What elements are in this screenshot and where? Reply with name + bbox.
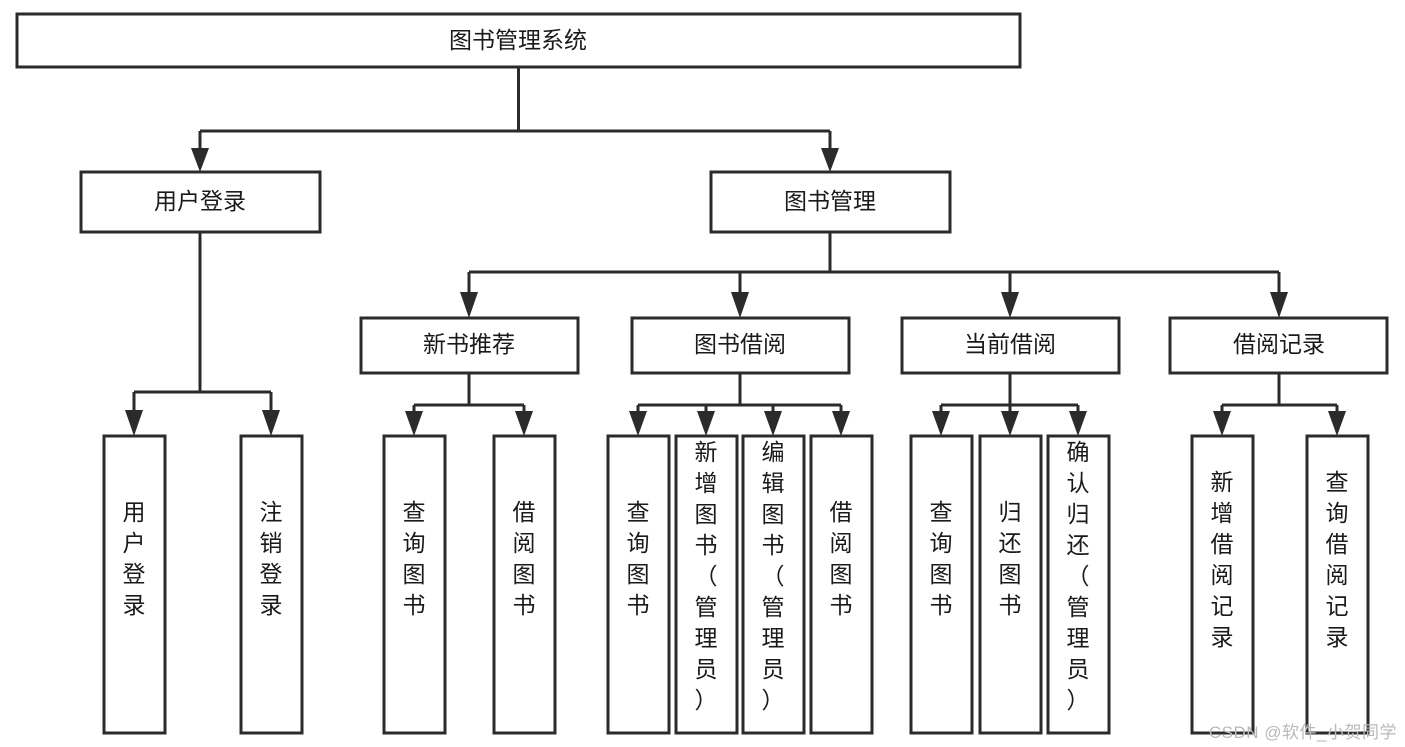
- arrow-head-login: [191, 148, 209, 172]
- node-leaf13-label: 查询借阅记录: [1326, 469, 1349, 650]
- node-leaf13[interactable]: 查询借阅记录: [1305, 434, 1370, 735]
- node-leaf8-label: 借阅图书: [830, 499, 853, 618]
- node-leaf3-box[interactable]: [382, 434, 447, 735]
- node-leaf8-box[interactable]: [809, 434, 874, 735]
- node-newbook[interactable]: 新书推荐: [359, 316, 580, 375]
- node-leaf2-label: 注销登录: [260, 499, 283, 618]
- arrow-head-newbook: [460, 292, 478, 318]
- node-leaf11[interactable]: 确认归还（管理员）: [1046, 434, 1111, 735]
- node-login[interactable]: 用户登录: [79, 170, 322, 234]
- node-leaf12[interactable]: 新增借阅记录: [1190, 434, 1255, 735]
- node-leaf7-label: 编辑图书（管理员）: [762, 439, 785, 713]
- node-borrow-box[interactable]: [630, 316, 851, 375]
- arrow-head-borrow: [731, 292, 749, 318]
- arrow-head-leaf8: [832, 411, 850, 436]
- node-leaf3-label: 查询图书: [403, 499, 426, 618]
- node-login-box[interactable]: [79, 170, 322, 234]
- node-newbook-box[interactable]: [359, 316, 580, 375]
- node-leaf1-label: 用户登录: [123, 499, 146, 618]
- arrow-head-leaf3: [405, 411, 423, 436]
- node-leaf9-label: 查询图书: [930, 499, 953, 618]
- node-borrow-label: 图书借阅: [694, 331, 786, 357]
- arrow-head-leaf13: [1328, 411, 1346, 436]
- node-current-label: 当前借阅: [964, 331, 1056, 357]
- arrow-head-leaf11: [1069, 411, 1087, 436]
- node-login-label: 用户登录: [154, 188, 246, 214]
- node-leaf4-label: 借阅图书: [513, 499, 536, 618]
- node-leaf8[interactable]: 借阅图书: [809, 434, 874, 735]
- node-bookmgmt[interactable]: 图书管理: [709, 170, 952, 234]
- node-leaf2-box[interactable]: [239, 434, 304, 735]
- node-leaf9-box[interactable]: [909, 434, 974, 735]
- node-leaf5[interactable]: 查询图书: [606, 434, 671, 735]
- node-leaf6-box[interactable]: [674, 434, 739, 735]
- node-record[interactable]: 借阅记录: [1168, 316, 1389, 375]
- arrow-head-leaf5: [629, 411, 647, 436]
- node-bookmgmt-box[interactable]: [709, 170, 952, 234]
- node-record-label: 借阅记录: [1233, 331, 1325, 357]
- arrow-head-leaf4: [515, 411, 533, 436]
- node-leaf6[interactable]: 新增图书（管理员）: [674, 434, 739, 735]
- node-leaf7[interactable]: 编辑图书（管理员）: [741, 434, 806, 735]
- node-leaf9[interactable]: 查询图书: [909, 434, 974, 735]
- node-leaf10[interactable]: 归还图书: [978, 434, 1043, 735]
- arrow-head-leaf12: [1213, 411, 1231, 436]
- node-leaf12-box[interactable]: [1190, 434, 1255, 735]
- node-leaf6-label: 新增图书（管理员）: [695, 439, 718, 713]
- node-current[interactable]: 当前借阅: [900, 316, 1121, 375]
- csdn-watermark: CSDN @软件_小贺同学: [1208, 723, 1397, 742]
- arrow-head-current: [1001, 292, 1019, 318]
- node-leaf7-box[interactable]: [741, 434, 806, 735]
- arrow-head-record: [1270, 292, 1288, 318]
- node-leaf1-box[interactable]: [102, 434, 167, 735]
- node-leaf2[interactable]: 注销登录: [239, 434, 304, 735]
- arrow-head-leaf6: [697, 411, 715, 436]
- node-leaf13-box[interactable]: [1305, 434, 1370, 735]
- node-leaf3[interactable]: 查询图书: [382, 434, 447, 735]
- arrow-head-leaf9: [932, 411, 950, 436]
- node-record-box[interactable]: [1168, 316, 1389, 375]
- arrow-head-leaf10: [1001, 411, 1019, 436]
- arrow-head-leaf1: [125, 410, 143, 436]
- node-root-box[interactable]: [15, 12, 1022, 69]
- node-root[interactable]: 图书管理系统: [15, 12, 1022, 69]
- arrow-head-leaf2: [262, 410, 280, 436]
- node-borrow[interactable]: 图书借阅: [630, 316, 851, 375]
- node-leaf5-box[interactable]: [606, 434, 671, 735]
- node-newbook-label: 新书推荐: [423, 331, 515, 357]
- node-leaf11-box[interactable]: [1046, 434, 1111, 735]
- node-leaf10-label: 归还图书: [999, 499, 1022, 618]
- node-leaf1[interactable]: 用户登录: [102, 434, 167, 735]
- node-bookmgmt-label: 图书管理: [784, 188, 876, 214]
- node-leaf11-label: 确认归还（管理员）: [1067, 439, 1090, 713]
- node-leaf10-box[interactable]: [978, 434, 1043, 735]
- connectors-group: [125, 67, 1346, 436]
- node-current-box[interactable]: [900, 316, 1121, 375]
- node-leaf4[interactable]: 借阅图书: [492, 434, 557, 735]
- node-leaf5-label: 查询图书: [627, 499, 650, 618]
- node-leaf12-label: 新增借阅记录: [1211, 469, 1234, 650]
- arrow-head-bookmgmt: [821, 148, 839, 172]
- node-leaf4-box[interactable]: [492, 434, 557, 735]
- arrow-head-leaf7: [764, 411, 782, 436]
- node-root-label: 图书管理系统: [449, 27, 587, 53]
